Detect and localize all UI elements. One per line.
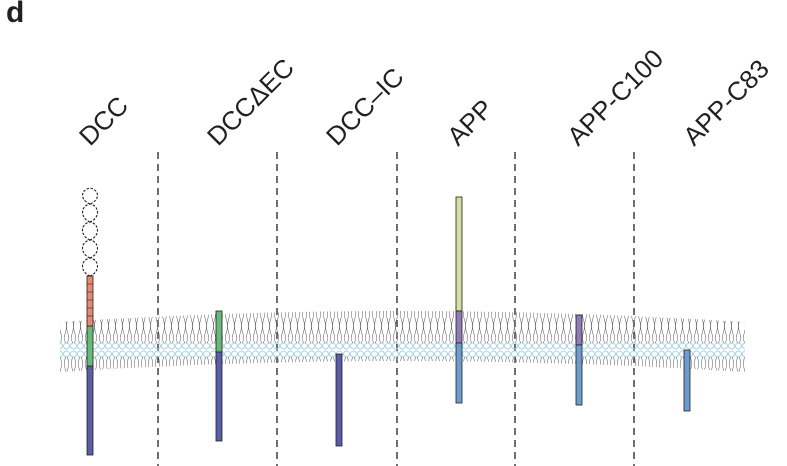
app-c100-intracellular [575, 344, 583, 406]
dcc-delta-ec-transmembrane [215, 310, 223, 353]
lipid-bilayer-membrane [60, 311, 745, 372]
construct-label-app: APP [441, 93, 499, 151]
dcc-fibronectin-domains [86, 275, 94, 327]
construct-label-dcc-ic: DCC–IC [320, 62, 410, 152]
construct-label-dcc-delta-ec: DCCΔEC [201, 52, 300, 151]
app-c100-transmembrane [575, 314, 583, 346]
dividers [157, 152, 635, 466]
dcc-ig-domains [81, 187, 99, 277]
dcc-protein [81, 187, 99, 456]
construct-label-app-c83: APP-C83 [677, 53, 775, 151]
dcc-delta-ec-protein [215, 310, 223, 442]
construct-label-app-c100: APP-C100 [561, 43, 669, 151]
dcc-intracellular-domain [86, 365, 94, 456]
construct-label-dcc: DCC [73, 90, 134, 151]
app-intracellular-domain [455, 342, 463, 404]
app-c83-protein [683, 349, 691, 412]
app-c100-protein [575, 314, 583, 406]
dcc-transmembrane-domain [86, 325, 94, 367]
app-c83-intracellular [683, 349, 691, 412]
app-extracellular-domain [455, 196, 463, 312]
dcc-ic-protein [335, 353, 343, 447]
dcc-ic-intracellular [335, 353, 343, 447]
app-transmembrane-domain [455, 310, 463, 344]
app-protein [455, 196, 463, 404]
panel-letter: d [6, 0, 25, 29]
dcc-delta-ec-intracellular [215, 351, 223, 442]
